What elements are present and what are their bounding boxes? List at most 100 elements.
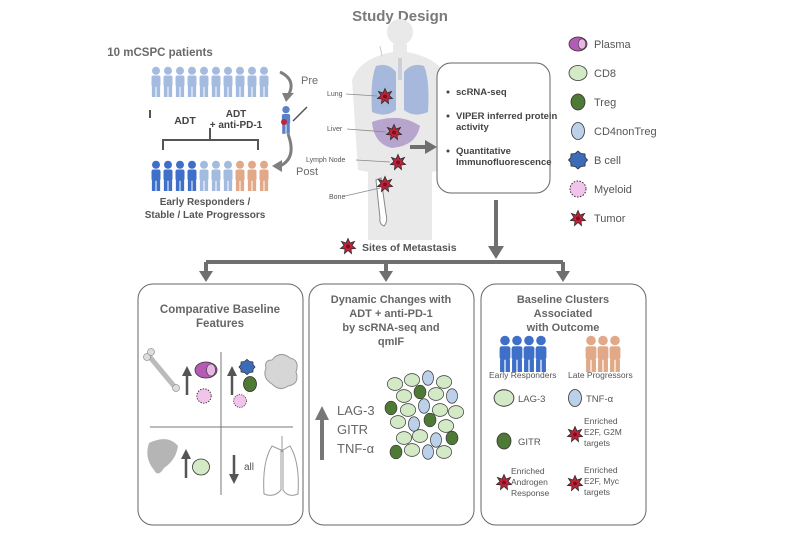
page-title: Study Design	[352, 8, 448, 25]
lung-icon	[263, 436, 299, 496]
b-cell-icon	[238, 359, 256, 375]
post-arrow	[279, 133, 293, 168]
cluster-item-label: E2F, G2M	[584, 427, 622, 437]
all-label: all	[244, 462, 254, 473]
legend-label: Tumor	[594, 213, 626, 225]
legend-label: B cell	[594, 155, 621, 167]
pre-arrowhead	[282, 93, 294, 102]
cd8-cell-icon	[404, 443, 420, 457]
cd4-cell-icon	[422, 444, 434, 460]
arm-bracket	[162, 139, 259, 150]
site-label-lymph-node: Lymph Node	[306, 157, 346, 164]
method-text: VIPER inferred protein	[456, 111, 558, 122]
marker-label: GITR	[337, 422, 368, 437]
patient-icon	[151, 160, 161, 191]
treg-cell-icon	[496, 432, 512, 450]
cd8-cell-icon	[412, 429, 428, 443]
baseline-title-line1: Comparative Baseline	[160, 304, 280, 316]
cell-cluster	[384, 370, 464, 460]
patient-icon	[187, 66, 197, 97]
arm-adt: ADT	[174, 115, 196, 127]
method-text: scRNA-seq	[456, 87, 507, 98]
method-text: activity	[456, 122, 489, 133]
patient-icon	[151, 66, 161, 97]
patient-icon	[223, 66, 233, 97]
cd8-cell-icon	[448, 405, 464, 419]
patient-icon	[175, 160, 185, 191]
patient-icon	[247, 66, 257, 97]
patient-icon	[259, 66, 269, 97]
syringe-icon	[292, 106, 308, 122]
patient-icon	[247, 160, 257, 191]
cd8-cell-icon	[390, 415, 406, 429]
branch-arrow-clusters	[556, 271, 570, 282]
patient-row-post	[151, 160, 269, 191]
sites-tumor-icon	[340, 238, 356, 254]
patient-row-pre	[151, 66, 269, 97]
legend-label: CD8	[594, 68, 616, 80]
legend-item: B cell	[568, 150, 621, 170]
legend-label: CD4nonTreg	[594, 126, 657, 138]
cluster-items: LAG-3GITREnrichedAndrogenResponseTNF-αEn…	[493, 389, 622, 498]
arm-combo-line1: ADT	[226, 109, 247, 120]
patient-icon	[163, 160, 173, 191]
branch-arrow-baseline	[199, 271, 213, 282]
patient-icon	[163, 66, 173, 97]
treg-cell-icon	[570, 93, 586, 111]
cd8-cell-icon	[436, 445, 452, 459]
cd8-cell-icon	[436, 375, 452, 389]
cluster-item-label: Enriched	[511, 466, 545, 476]
baseline-title-line2: Features	[196, 318, 244, 330]
patient-icon	[235, 160, 245, 191]
liver-icon	[147, 439, 178, 474]
clusters-title-line: Baseline Clusters	[517, 294, 609, 306]
early-cluster-item: LAG-3	[493, 389, 545, 407]
clusters-title-line: Associated	[534, 308, 593, 320]
patient-icon	[187, 160, 197, 191]
clusters-title-line: with Outcome	[526, 322, 600, 334]
dynamic-title-line: qmIF	[378, 336, 405, 348]
b-cell-icon	[568, 150, 588, 170]
cd8-cell-icon	[568, 65, 588, 81]
bone-icon	[143, 348, 180, 392]
cd8-cell-icon	[400, 403, 416, 417]
outcome-line2: Stable / Late Progressors	[145, 210, 266, 221]
cluster-item-label: targets	[584, 487, 610, 497]
cluster-item-label: LAG-3	[518, 394, 545, 405]
legend-item: CD4nonTreg	[571, 122, 657, 140]
cd4-cell-icon	[408, 416, 420, 432]
cluster-item-label: E2F, Myc	[584, 476, 620, 486]
dynamic-title-line: by scRNA-seq and	[342, 322, 439, 334]
legend-item: Plasma	[568, 36, 632, 52]
legend-item: CD8	[568, 65, 616, 81]
branch-arrow-dynamic	[379, 271, 393, 282]
cd8-cell-icon	[387, 377, 403, 391]
legend-label: Treg	[594, 97, 616, 109]
patient-icon	[211, 160, 221, 191]
cd8-cell-icon	[493, 389, 515, 407]
plasma-cell-icon	[568, 36, 588, 52]
treg-cell-icon	[389, 444, 403, 460]
tumor-cell-icon	[570, 210, 586, 226]
treg-cell-icon	[423, 412, 437, 428]
cd8-cell-icon	[432, 403, 448, 417]
dynamic-title-line: Dynamic Changes with	[331, 294, 452, 306]
cd8-cell-icon	[428, 387, 444, 401]
cd8-cell-icon	[396, 431, 412, 445]
cd4-cell-icon	[418, 398, 430, 414]
marker-label: TNF-α	[337, 441, 375, 456]
post-label: Post	[296, 166, 318, 178]
cd8-cell-icon	[404, 373, 420, 387]
cluster-item-label: TNF-α	[586, 394, 614, 405]
dynamic-title-line: ADT + anti-PD-1	[349, 308, 432, 320]
cluster-item-label: Enriched	[584, 465, 618, 475]
cd4-cell-icon	[571, 122, 585, 140]
legend-item: Treg	[570, 93, 616, 111]
